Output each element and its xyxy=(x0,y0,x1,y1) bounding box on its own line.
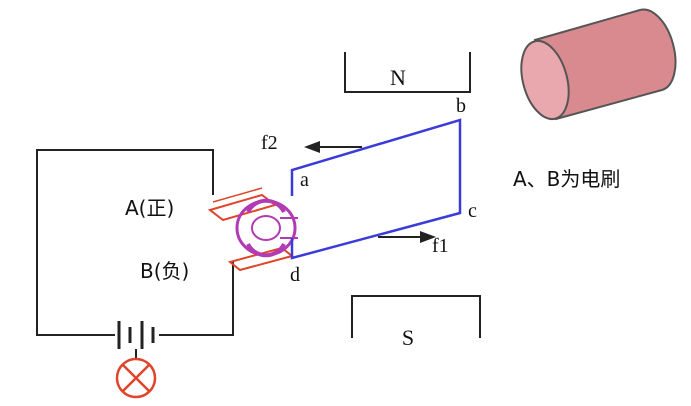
north-magnet xyxy=(344,52,471,93)
force-f1-arrow xyxy=(378,231,436,243)
cylinder-shape xyxy=(520,8,677,121)
brush-a xyxy=(207,187,278,222)
brush-note: A、B为电刷 xyxy=(513,167,620,191)
battery-icon xyxy=(117,321,155,349)
south-magnet xyxy=(351,295,481,338)
corner-b-label: b xyxy=(456,95,466,117)
circuit-wire xyxy=(36,149,234,336)
north-label: N xyxy=(390,65,406,90)
force-f2-arrow xyxy=(304,141,362,153)
coil-loop xyxy=(290,118,462,260)
south-label: S xyxy=(402,325,414,350)
corner-a-label: a xyxy=(300,169,309,191)
force-f1-label: f1 xyxy=(432,235,449,257)
brush-b-label: B(负) xyxy=(140,259,189,283)
corner-d-label: d xyxy=(290,264,300,286)
brush-a-label: A(正) xyxy=(125,196,174,220)
force-f2-label: f2 xyxy=(261,132,278,154)
commutator xyxy=(235,198,298,258)
lamp-icon xyxy=(115,357,157,399)
corner-c-label: c xyxy=(468,200,477,222)
